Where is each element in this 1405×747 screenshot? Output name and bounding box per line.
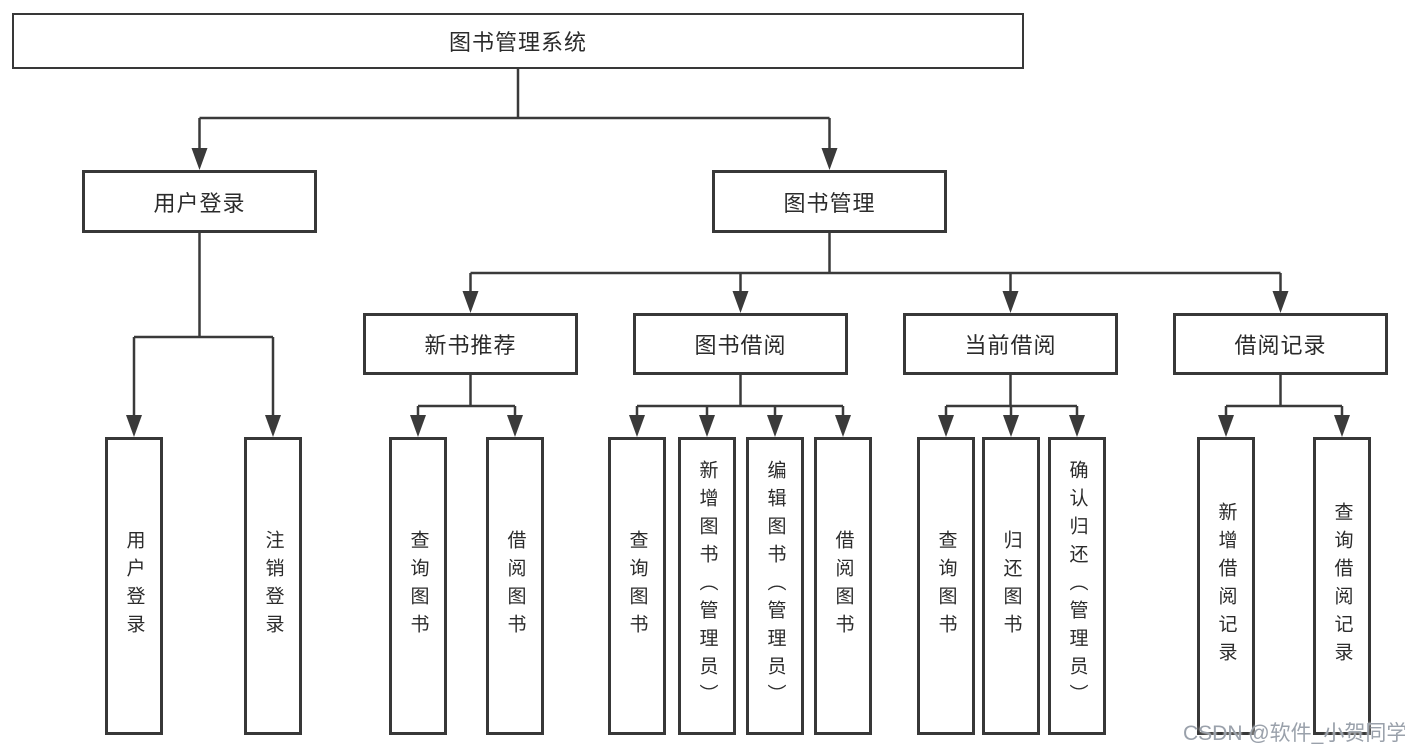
node-borrow-records: 借阅记录	[1173, 313, 1388, 375]
node-label: 借阅图书	[504, 530, 526, 642]
node-label: 归还图书	[1000, 530, 1022, 642]
node-label: 图书管理	[783, 190, 876, 216]
node-label: 查询图书	[935, 530, 957, 642]
node-label: 确认归还（管理员）	[1066, 460, 1088, 712]
watermark: CSDN @软件_小贺同学	[1183, 722, 1405, 745]
arrowheads	[126, 148, 1350, 437]
node-label: 新书推荐	[424, 333, 517, 358]
node-leaf-edit-books-admin: 编辑图书（管理员）	[746, 437, 804, 735]
node-leaf-confirm-return-admin: 确认归还（管理员）	[1048, 437, 1106, 735]
node-leaf-logout: 注销登录	[244, 437, 302, 735]
node-label: 用户登录	[153, 190, 246, 216]
node-label: 新增图书（管理员）	[696, 460, 718, 712]
node-label: 查询图书	[407, 530, 429, 642]
node-current-borrow: 当前借阅	[903, 313, 1118, 375]
node-root: 图书管理系统	[12, 13, 1024, 69]
node-label: 注销登录	[262, 530, 284, 642]
node-leaf-borrow-books-recommend: 借阅图书	[486, 437, 544, 735]
node-leaf-add-books-admin: 新增图书（管理员）	[678, 437, 736, 735]
node-leaf-user-login: 用户登录	[105, 437, 163, 735]
node-new-book-recommend: 新书推荐	[363, 313, 578, 375]
node-leaf-query-books-recommend: 查询图书	[389, 437, 447, 735]
node-label: 图书管理系统	[448, 30, 587, 55]
node-label: 借阅记录	[1234, 333, 1327, 358]
node-book-borrow: 图书借阅	[633, 313, 848, 375]
node-leaf-borrow-books: 借阅图书	[814, 437, 872, 735]
node-label: 用户登录	[123, 530, 145, 642]
node-leaf-query-books-borrow: 查询图书	[608, 437, 666, 735]
node-label: 图书借阅	[694, 333, 787, 358]
node-label: 当前借阅	[964, 333, 1057, 358]
node-book-management: 图书管理	[712, 170, 947, 233]
node-label: 查询借阅记录	[1331, 502, 1353, 670]
node-leaf-add-borrow-record: 新增借阅记录	[1197, 437, 1255, 735]
node-label: 借阅图书	[832, 530, 854, 642]
node-label: 编辑图书（管理员）	[764, 460, 786, 712]
node-label: 查询图书	[626, 530, 648, 642]
node-leaf-return-books: 归还图书	[982, 437, 1040, 735]
node-leaf-query-borrow-record: 查询借阅记录	[1313, 437, 1371, 735]
node-label: 新增借阅记录	[1215, 502, 1237, 670]
node-user-login: 用户登录	[82, 170, 317, 233]
node-leaf-query-books-current: 查询图书	[917, 437, 975, 735]
